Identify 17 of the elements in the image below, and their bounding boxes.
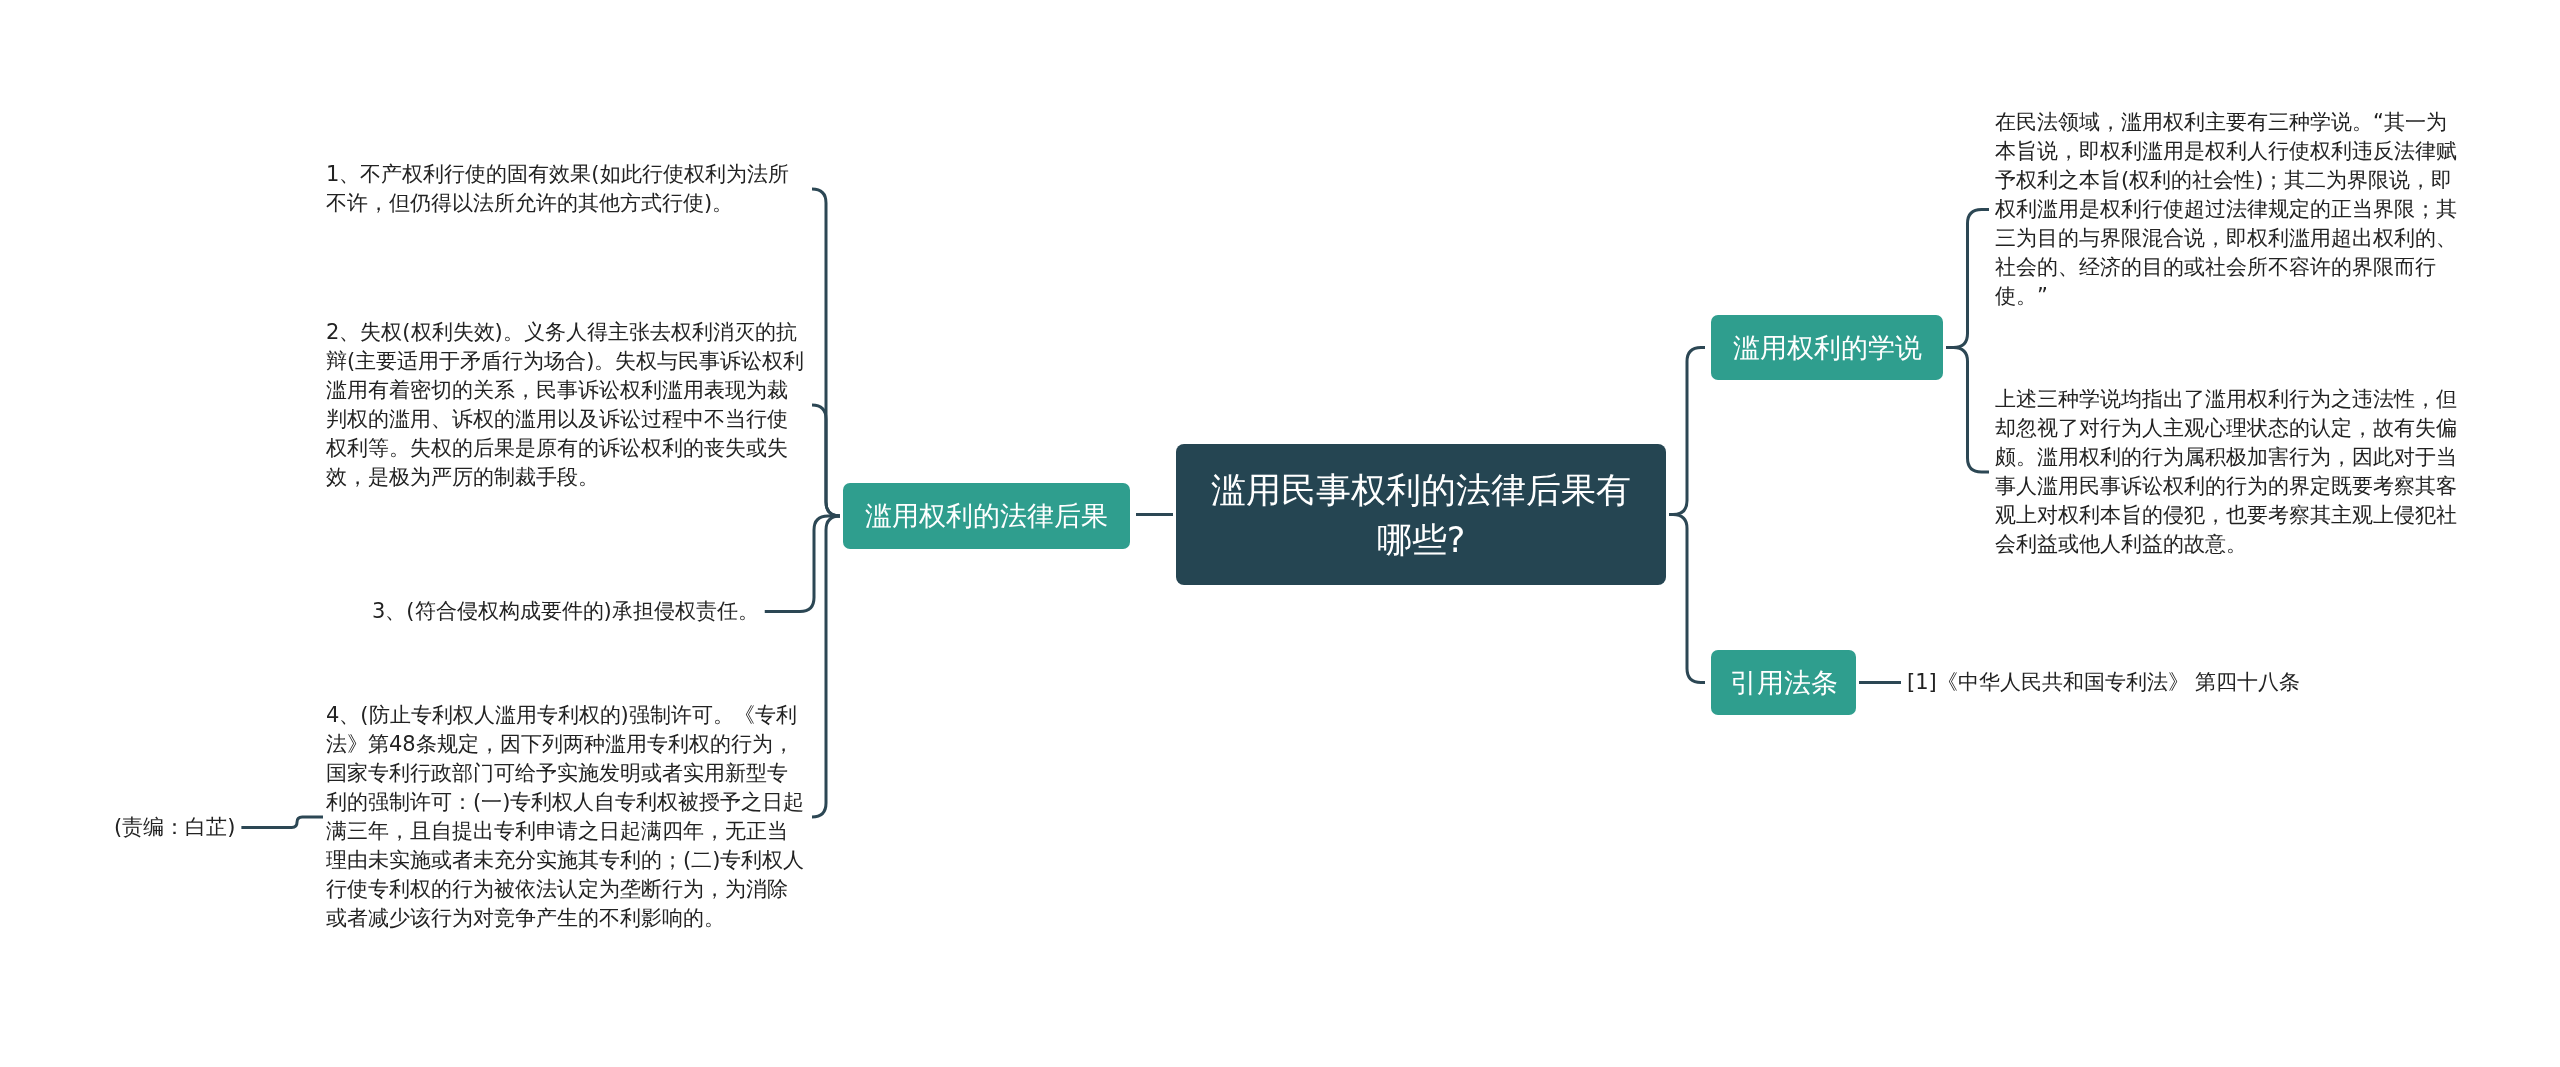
branch-topic: 引用法条 bbox=[1711, 650, 1856, 715]
central-topic: 滥用民事权利的法律后果有哪些? bbox=[1176, 444, 1666, 585]
branch-topic: 滥用权利的法律后果 bbox=[843, 483, 1130, 549]
connector-line bbox=[1136, 513, 1173, 516]
note-text: 1、不产权利行使的固有效果(如此行使权利为法所不许，但仍得以法所允许的其他方式行使)。 bbox=[326, 160, 806, 218]
note-text: 上述三种学说均指出了滥用权利行为之违法性，但却忽视了对行为人主观心理状态的认定，故有失偏颇。滥用权利的行为属积极加害行为，因此对于当事人滥用民事诉讼权利的行为的界定既要考察其客观上对权利本旨的侵犯，也要考察其主观上侵犯社会利益或他人利益的故意。 bbox=[1995, 385, 2465, 559]
note-text: [1]《中华人民共和国专利法》 第四十八条 bbox=[1907, 668, 2301, 697]
note-text: (责编：白芷) bbox=[114, 813, 236, 842]
connector-line bbox=[241, 815, 323, 829]
branch-topic: 滥用权利的学说 bbox=[1711, 315, 1943, 380]
connector-line bbox=[810, 403, 842, 518]
connector-line bbox=[1859, 681, 1901, 684]
connector-line bbox=[810, 514, 842, 819]
note-text: 3、(符合侵权构成要件的)承担侵权责任。 bbox=[372, 597, 759, 626]
note-text: 4、(防止专利权人滥用专利权的)强制许可。《专利法》第48条规定，因下列两种滥用专利权的行为，国家专利行政部门可给予实施发明或者实用新型专利的强制许可：(一)专利权人自专利权被授予之日起满三年，且自提出专利申请之日起满四年，无正当理由未实施或者未充分实施其专利的；(二)专利权人行使专利权的行为被依法认定为垄断行为，为消除或者减少该行为对竞争产生的不利影响的。 bbox=[326, 701, 806, 933]
note-text: 2、失权(权利失效)。义务人得主张去权利消灭的抗辩(主要适用于矛盾行为场合)。失权与民事诉讼权利滥用有着密切的关系，民事诉讼权利滥用表现为裁判权的滥用、诉权的滥用以及诉讼过程中不当行使权利等。失权的后果是原有的诉讼权利的丧失或失效，是极为严厉的制裁手段。 bbox=[326, 318, 806, 492]
note-text: 在民法领域，滥用权利主要有三种学说。“其一为本旨说，即权利滥用是权利人行使权利违反法律赋予权利之本旨(权利的社会性)；其二为界限说，即权利滥用是权利行使超过法律规定的正当界限；其三为目的与界限混合说，即权利滥用超出权利的、社会的、经济的目的或社会所不容许的界限而行使。” bbox=[1995, 108, 2465, 311]
